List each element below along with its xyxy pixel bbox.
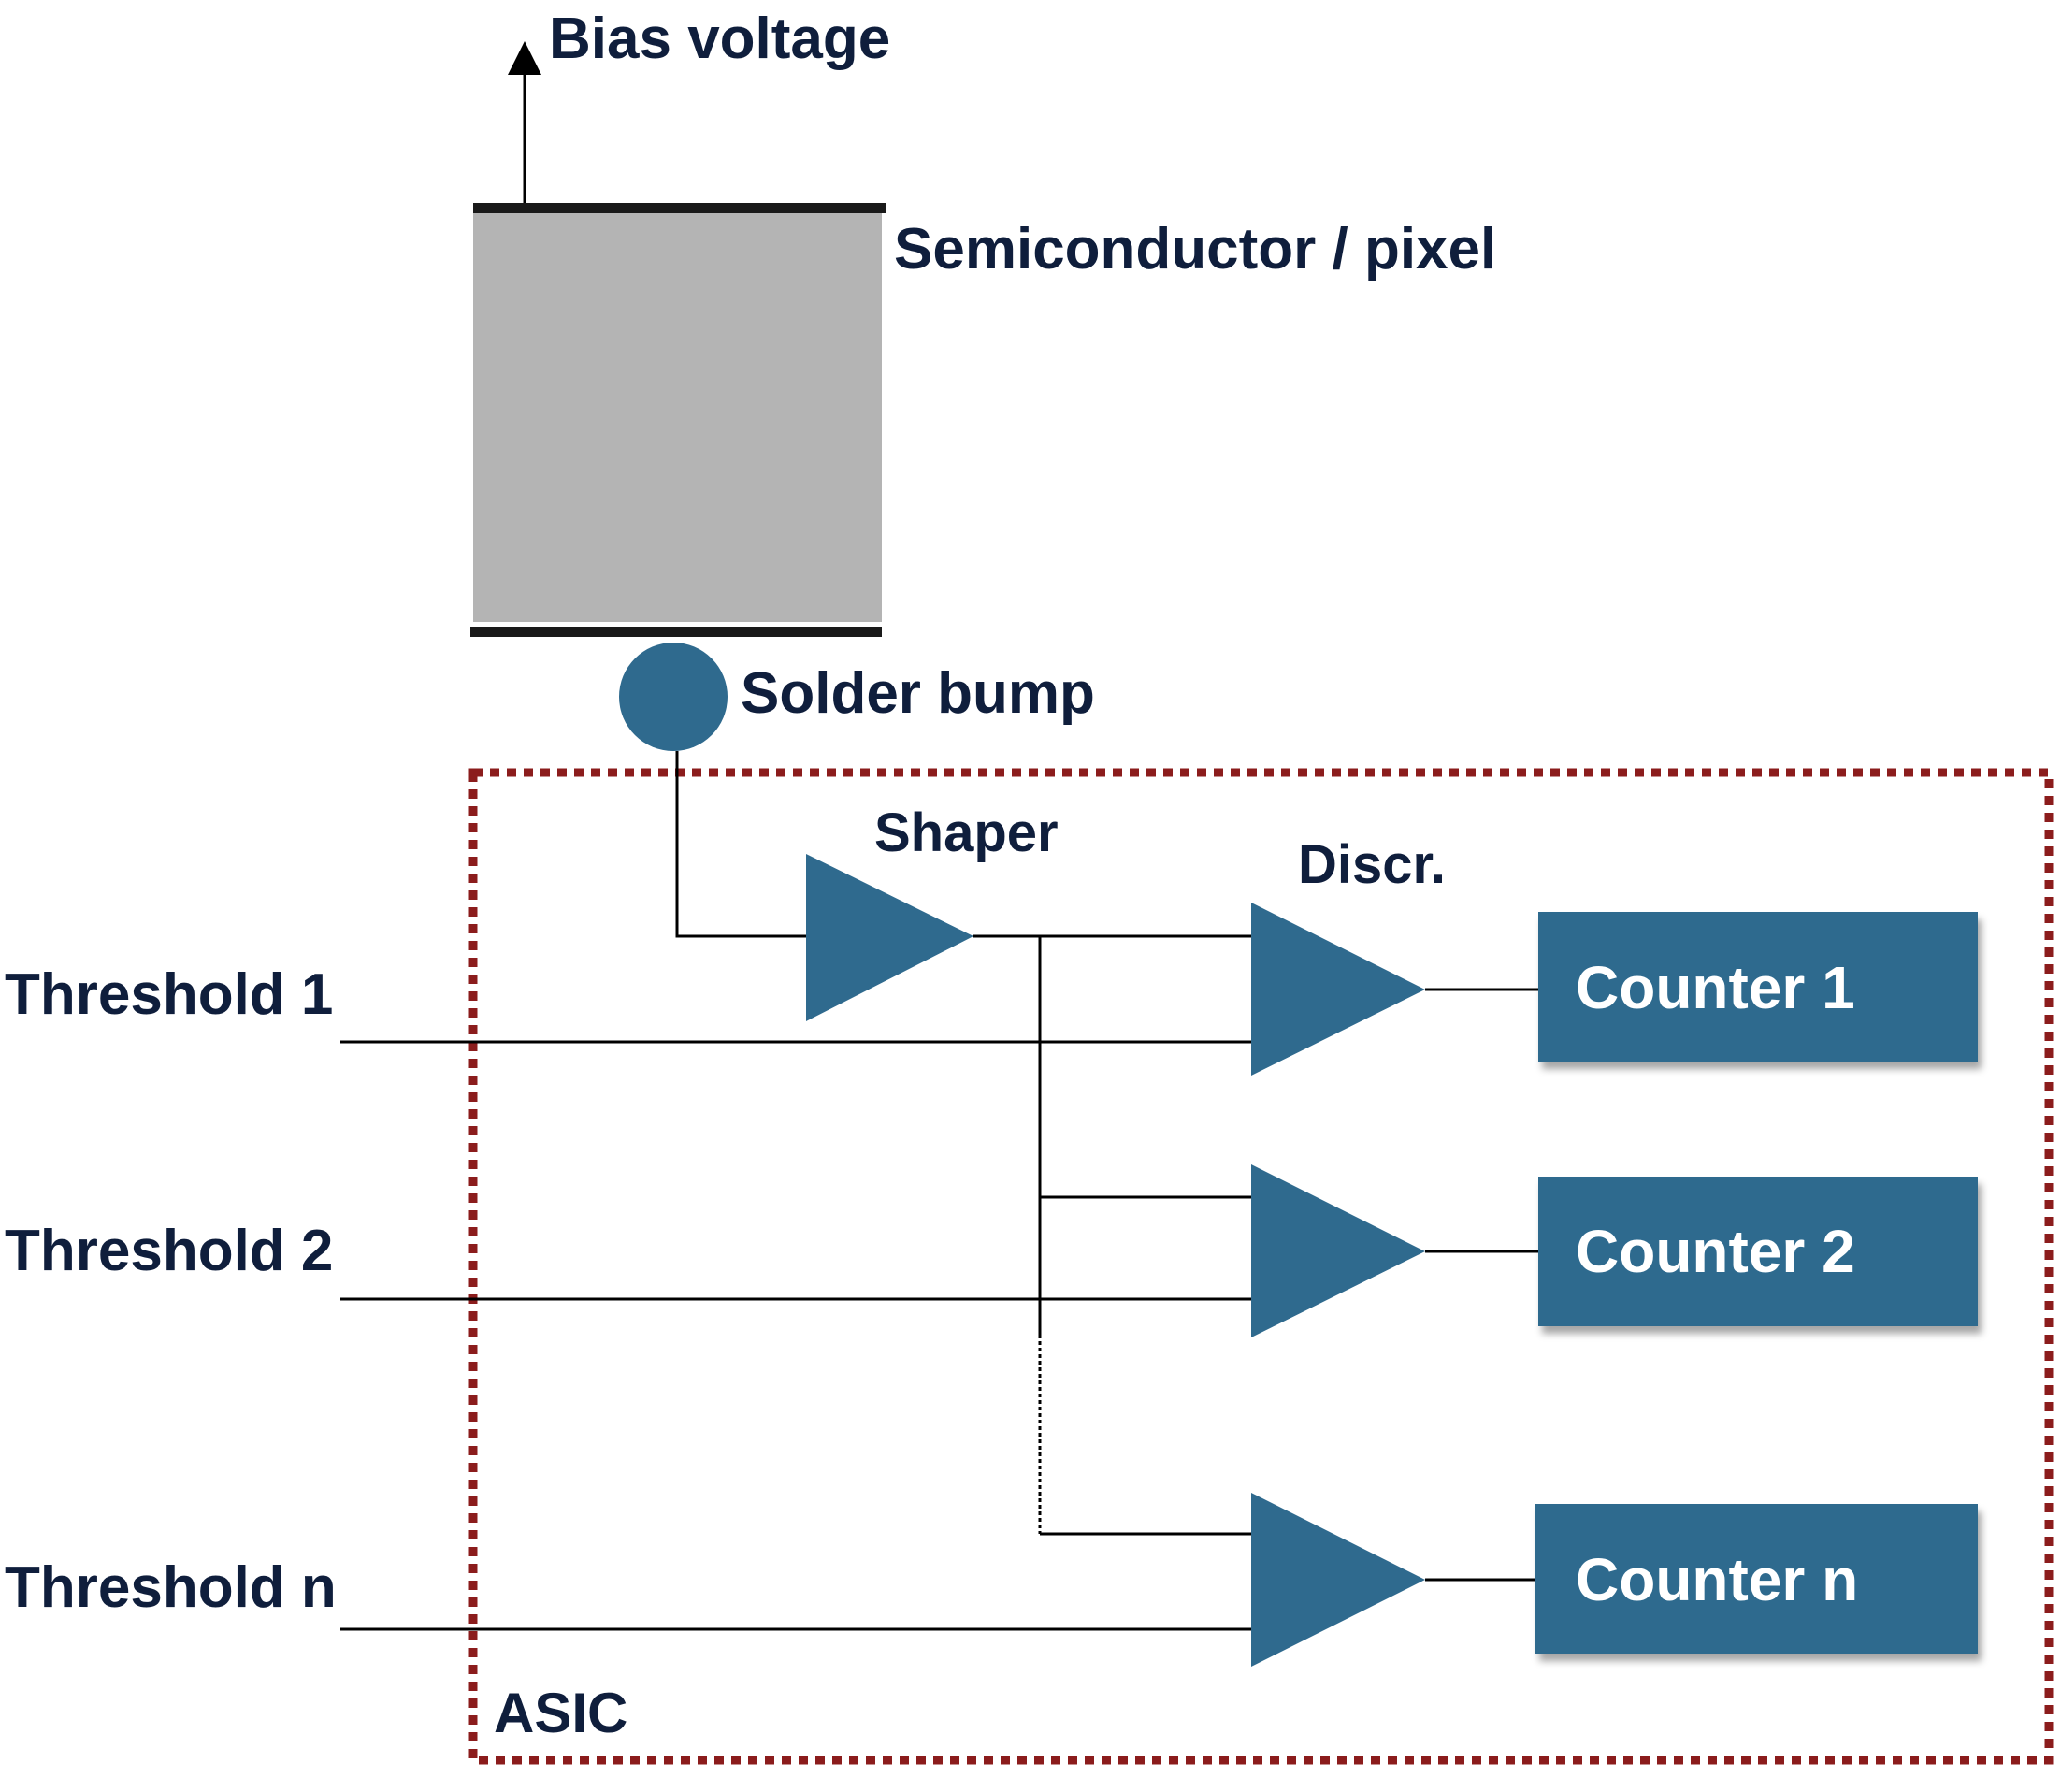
bias-voltage-label: Bias voltage [549,7,890,71]
discriminator-1 [1251,903,1425,1076]
semiconductor-label: Semiconductor / pixel [894,217,1496,282]
solder-bump [619,643,728,751]
asic-boundary [468,768,2054,1765]
discr-label: Discr. [1298,834,1446,895]
discriminator-2 [1251,1164,1425,1337]
counter-n-box [1535,1504,1978,1654]
shaper-amplifier [806,854,973,1021]
semiconductor-block [473,210,882,622]
top-electrode [473,203,886,213]
counter-1 [1538,912,1978,1062]
counter-n-label: Counter n [1576,1546,1858,1613]
counter-1-label: Counter 1 [1576,954,1855,1021]
solder-bump-label: Solder bump [741,661,1095,726]
discriminator-n [1251,1493,1425,1667]
counter-2-box [1538,1177,1978,1326]
threshold-1-label: Threshold 1 [5,962,333,1027]
shaper-label: Shaper [874,802,1059,863]
asic-label: ASIC [494,1682,627,1744]
bottom-electrode [470,627,882,637]
bump-to-shaper-wire [675,751,806,938]
threshold-n-label: Threshold n [5,1555,337,1620]
threshold-2-label: Threshold 2 [5,1219,333,1283]
counter-2-label: Counter 2 [1576,1218,1855,1285]
counter-2 [1538,1177,1978,1326]
counter-n [1535,1504,1978,1654]
counter-1-box [1538,912,1978,1062]
